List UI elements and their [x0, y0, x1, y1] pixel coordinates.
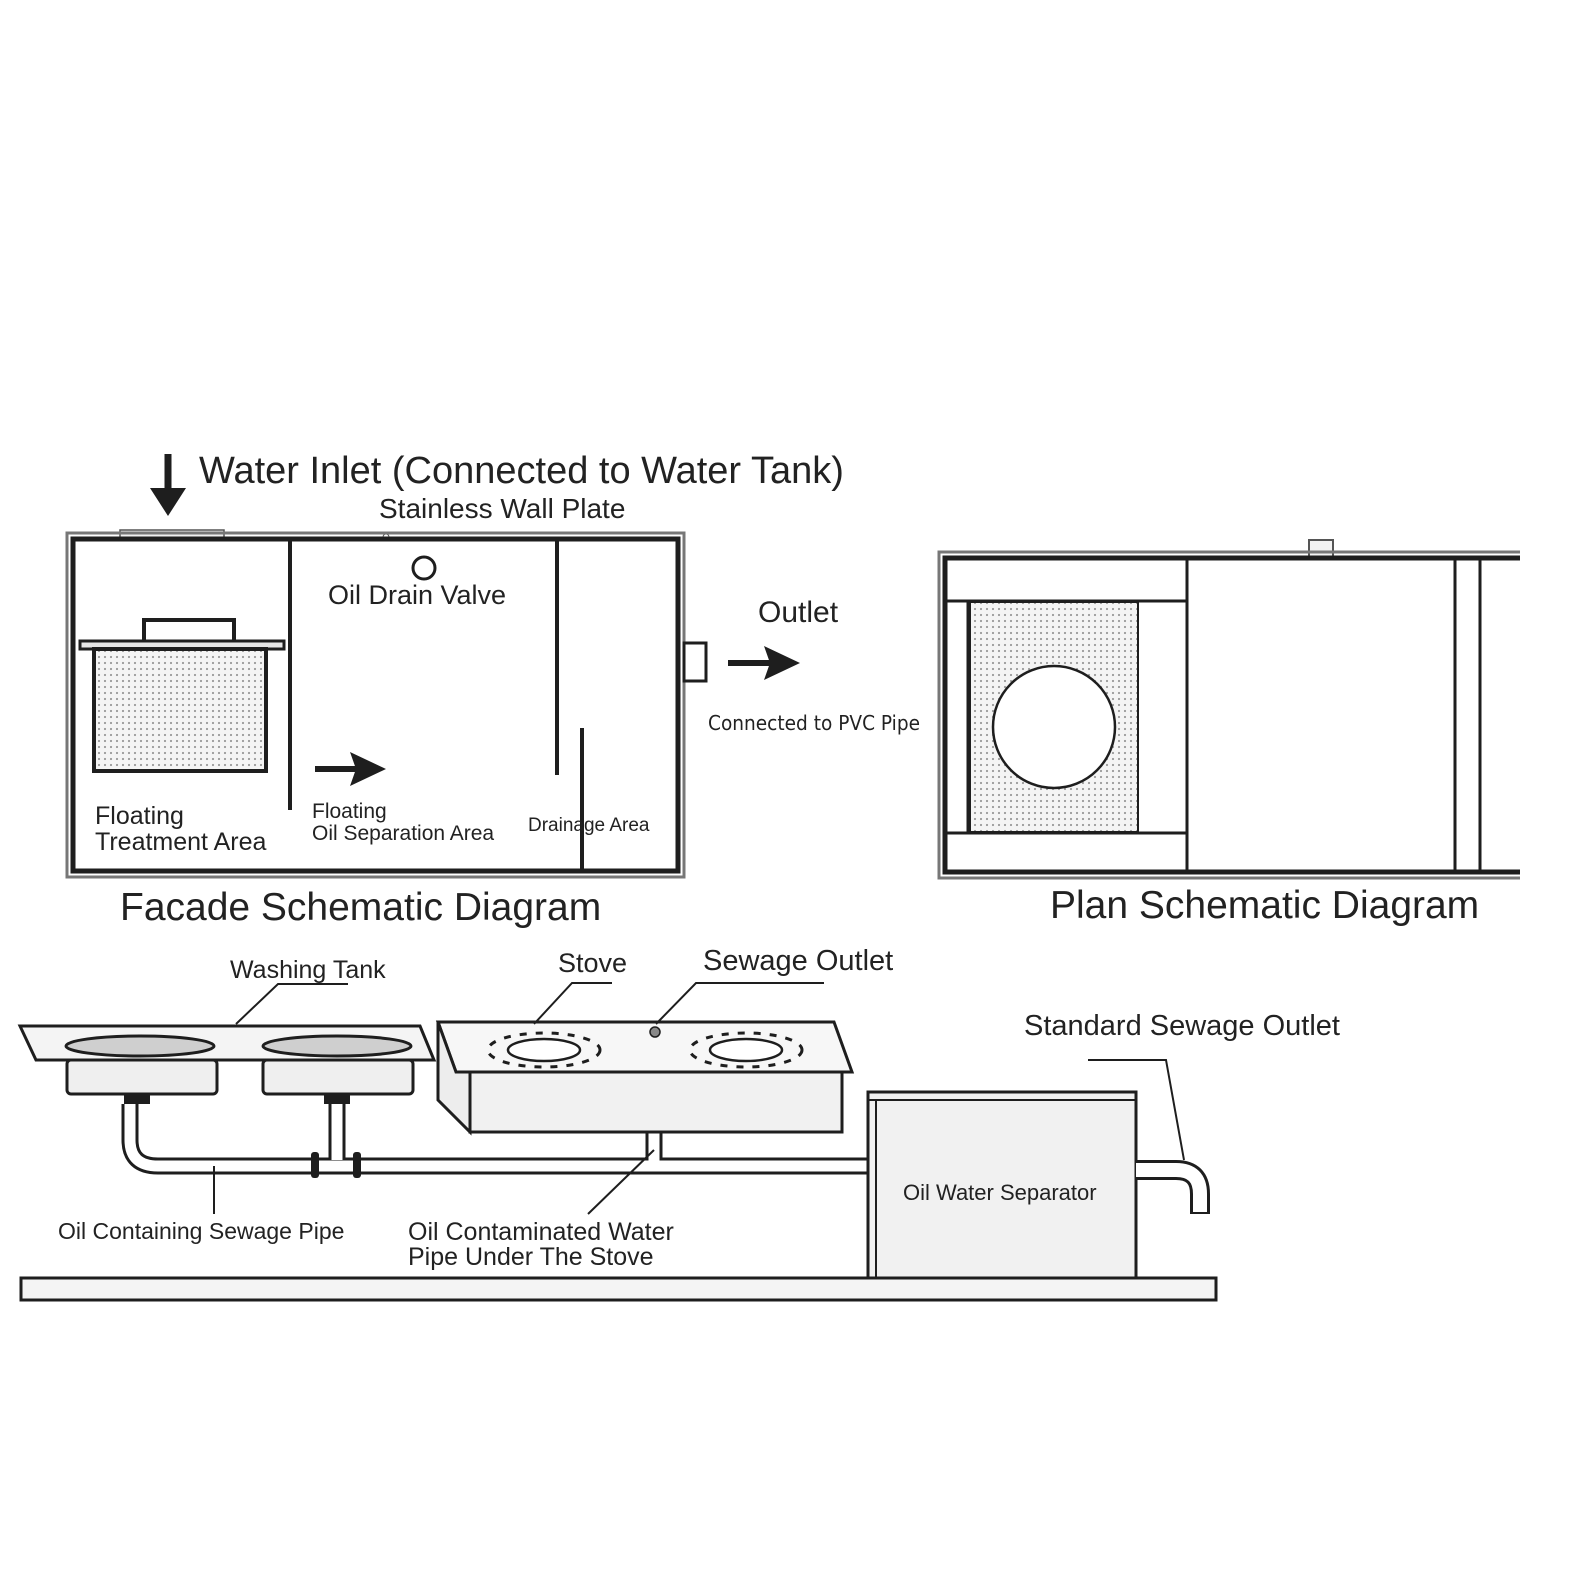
plan-frame-outer — [937, 550, 1520, 880]
water-inlet-label: Water Inlet (Connected to Water Tank) — [199, 450, 844, 492]
stove-label: Stove — [558, 948, 627, 978]
oil-separation-label-line1: Floating — [312, 800, 387, 823]
facade-tank-inner — [70, 536, 681, 874]
sewage-outlet-icon — [649, 1026, 661, 1038]
oil-separation-label-line2: Oil Separation Area — [312, 822, 494, 845]
floating-treatment-label-line1: Floating — [95, 802, 184, 830]
installation-diagram: Washing Tank Stove Sewage Outlet Standar… — [17, 945, 1340, 1302]
outlet-label: Outlet — [758, 596, 839, 629]
pvc-pipe-label: Connected to PVC Pipe — [708, 711, 920, 735]
contaminated-pipe-label-line1: Oil Contaminated Water — [408, 1218, 674, 1246]
stove — [435, 1020, 855, 1136]
plan-basket-opening — [991, 664, 1117, 790]
plan-frame — [942, 555, 1520, 875]
outlet-stub — [682, 641, 708, 683]
leader-lines — [213, 982, 1185, 1215]
washing-tank — [17, 1024, 437, 1104]
standard-sewage-outlet-label: Standard Sewage Outlet — [1024, 1010, 1340, 1042]
plan-top-stub — [1308, 539, 1334, 559]
oil-water-separator — [866, 1090, 1210, 1280]
burner-icon — [486, 1031, 602, 1069]
oil-drain-valve-icon — [411, 555, 437, 581]
floor — [19, 1276, 1218, 1302]
oil-sewage-pipe-label: Oil Containing Sewage Pipe — [58, 1218, 344, 1244]
drainage-area-label: Drainage Area — [528, 815, 650, 836]
oil-drain-valve-label: Oil Drain Valve — [328, 580, 506, 610]
contaminated-pipe-label-line2: Pipe Under The Stove — [408, 1243, 654, 1271]
plan-diagram: Plan Schematic Diagram — [937, 539, 1520, 927]
plan-caption: Plan Schematic Diagram — [1050, 884, 1479, 927]
oil-sewage-pipe — [121, 1104, 868, 1178]
oil-water-separator-label: Oil Water Separator — [903, 1180, 1097, 1205]
washing-tank-label: Washing Tank — [230, 956, 386, 984]
floating-treatment-label-line2: Treatment Area — [95, 828, 266, 856]
facade-tank — [65, 531, 686, 879]
facade-diagram: Water Inlet (Connected to Water Tank) St… — [65, 450, 920, 929]
facade-caption: Facade Schematic Diagram — [120, 886, 601, 929]
wall-plate-label: Stainless Wall Plate — [379, 493, 625, 524]
flow-arrow-icon — [315, 752, 386, 786]
inlet-arrow-icon — [150, 454, 186, 516]
burner-icon — [688, 1031, 804, 1069]
sewage-outlet-label: Sewage Outlet — [703, 945, 893, 977]
outlet-arrow-icon — [728, 646, 800, 680]
floating-basket — [78, 618, 286, 773]
